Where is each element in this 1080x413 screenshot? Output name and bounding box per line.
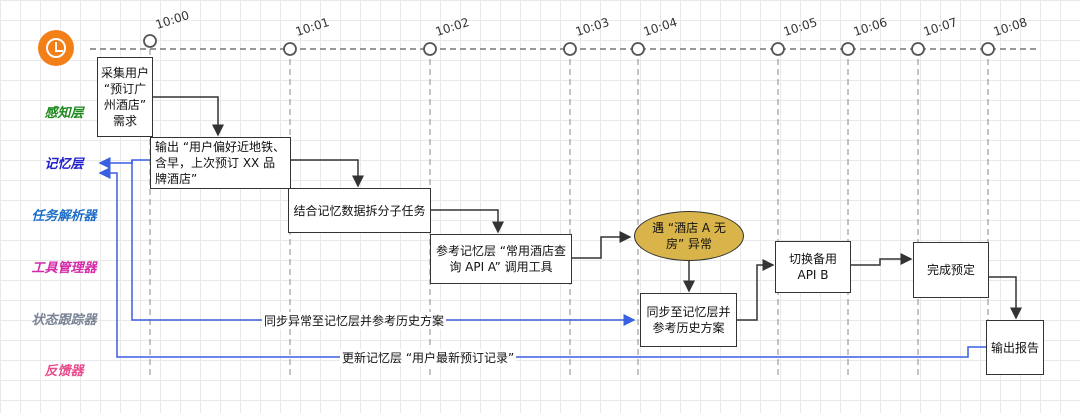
lane-label-task-parser: 任务解析器	[31, 209, 97, 224]
arrow-complete-to-report	[989, 276, 1022, 320]
time-marker-1004	[631, 42, 645, 56]
time-marker-1006	[841, 42, 855, 56]
lane-label-perception: 感知层	[44, 106, 84, 121]
arrow-update-memory	[98, 167, 986, 358]
arrow-switch-to-complete	[851, 253, 913, 266]
lane-label-feedback: 反馈器	[44, 364, 84, 379]
node-switch-api: 切换备用 API B	[775, 241, 851, 293]
node-complete-booking: 完成预定	[913, 242, 989, 298]
arrow-split-to-call	[431, 209, 504, 234]
arrow-collect-to-output	[153, 96, 224, 137]
time-marker-1002	[423, 42, 437, 56]
time-marker-1003	[563, 42, 577, 56]
lane-label-memory: 记忆层	[44, 157, 84, 172]
node-call-tool: 参考记忆层 “常用酒店查询 API A” 调用工具	[430, 234, 572, 284]
node-collect-requirement: 采集用户 “预订广州酒店” 需求	[97, 57, 153, 137]
clock-icon	[38, 30, 74, 66]
arrow-call-to-exception	[572, 231, 632, 259]
time-marker-1001	[283, 42, 297, 56]
lane-label-state-tracker: 状态跟踪器	[31, 313, 97, 328]
arrow-sync-exception	[131, 160, 636, 326]
node-output-report: 输出报告	[986, 320, 1044, 375]
edge-label-sync-exception: 同步异常至记忆层并参考历史方案	[262, 312, 447, 329]
node-split-subtasks: 结合记忆数据拆分子任务	[288, 188, 431, 233]
arrow-output-to-split	[291, 159, 364, 188]
lane-label-tool-manager: 工具管理器	[31, 261, 97, 276]
node-output-preference: 输出 “用户偏好近地铁、含早，上次预订 XX 品牌酒店”	[150, 137, 291, 189]
node-exception: 遇 “酒店 A 无房” 异常	[634, 211, 744, 261]
edge-label-update-memory: 更新记忆层 “用户最新预订记录”	[340, 349, 517, 366]
arrow-sync-to-switch	[737, 259, 775, 321]
time-marker-1005	[771, 42, 785, 56]
time-marker-1007	[911, 42, 925, 56]
time-marker-1008	[981, 42, 995, 56]
node-sync-memory: 同步至记忆层并参考历史方案	[640, 293, 737, 347]
time-marker-1000	[143, 34, 157, 48]
